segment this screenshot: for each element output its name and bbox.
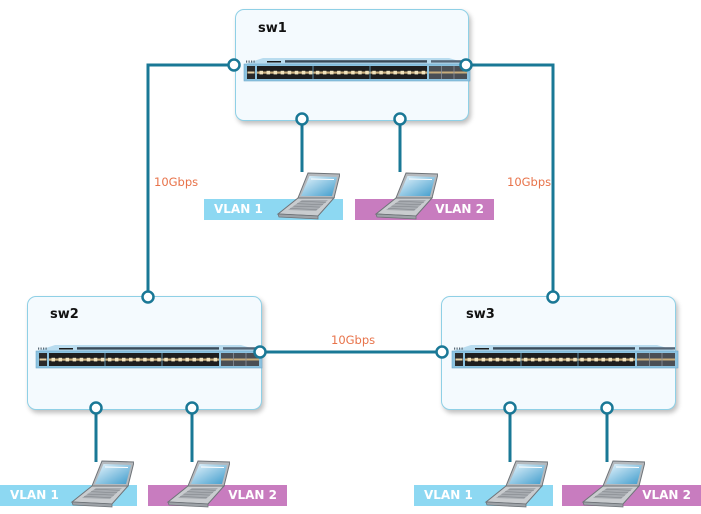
laptop-icon[interactable] (581, 458, 645, 508)
switch-name-sw2: sw2 (50, 307, 79, 322)
port-sw2-right[interactable] (253, 345, 267, 359)
network-switch-icon (243, 58, 471, 82)
port-sw1-right[interactable] (459, 58, 473, 72)
switch-name-sw1: sw1 (258, 21, 287, 36)
port-sw1-host1[interactable] (295, 112, 309, 126)
laptop-icon[interactable] (276, 170, 340, 220)
laptop-icon[interactable] (166, 458, 230, 508)
port-sw3-host1[interactable] (503, 401, 517, 415)
port-sw2-host2[interactable] (185, 401, 199, 415)
link-speed-sw1-sw3: 10Gbps (507, 175, 552, 189)
port-sw3-host2[interactable] (600, 401, 614, 415)
link-sw1-sw2 (146, 63, 234, 297)
laptop-icon[interactable] (484, 458, 548, 508)
link-speed-sw1-sw2: 10Gbps (154, 175, 199, 189)
network-switch-icon (451, 345, 679, 369)
link-speed-sw2-sw3: 10Gbps (331, 333, 376, 347)
switch-name-sw3: sw3 (466, 307, 495, 322)
port-sw3-top[interactable] (546, 290, 560, 304)
link-sw1-sw3 (466, 63, 555, 297)
laptop-icon[interactable] (374, 170, 438, 220)
laptop-icon[interactable] (70, 458, 134, 508)
port-sw1-host2[interactable] (393, 112, 407, 126)
network-switch-icon (35, 345, 263, 369)
port-sw2-host1[interactable] (89, 401, 103, 415)
port-sw1-left[interactable] (227, 58, 241, 72)
port-sw3-left[interactable] (435, 345, 449, 359)
port-sw2-top[interactable] (141, 290, 155, 304)
